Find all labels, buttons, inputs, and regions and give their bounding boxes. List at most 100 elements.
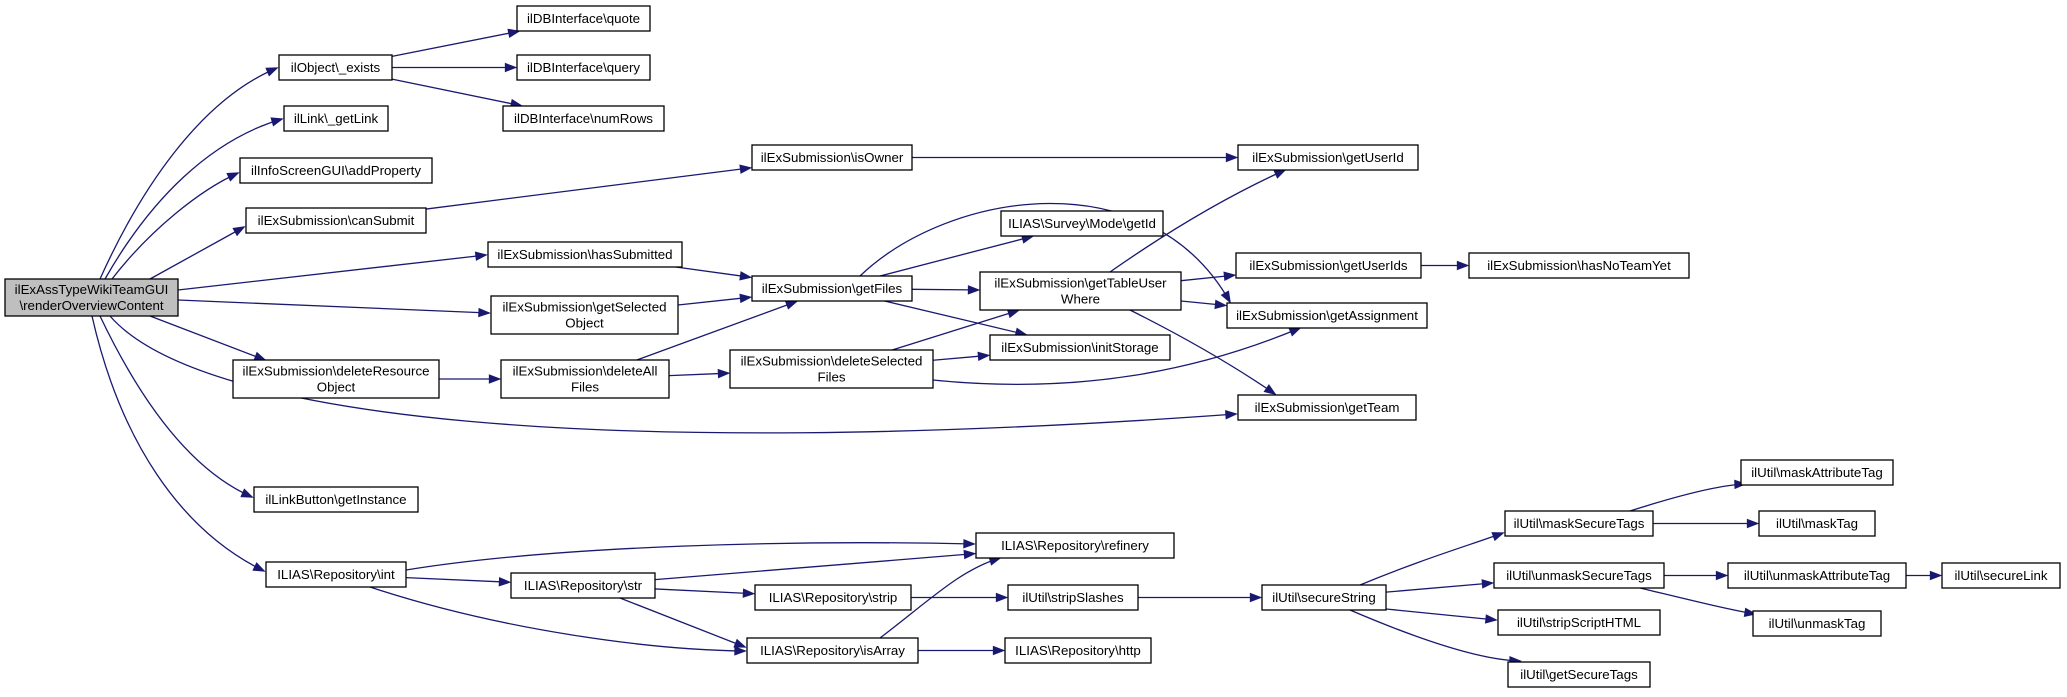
function-node[interactable]: ilDBInterface\query <box>516 54 651 81</box>
function-node[interactable]: ilUtil\secureLink <box>1941 562 2061 589</box>
node-label: ilUtil\stripSlashes <box>1022 590 1124 605</box>
edge-line <box>1129 309 1276 395</box>
edge-arrowhead <box>1263 384 1277 396</box>
edge-arrowhead <box>504 62 518 73</box>
edge-n29-n30 <box>918 645 1006 656</box>
node-box <box>1261 584 1387 611</box>
node-box <box>490 295 679 335</box>
function-node[interactable]: ilLink\_getLink <box>283 105 389 132</box>
function-node[interactable]: ilUtil\secureString <box>1261 584 1387 611</box>
function-node[interactable]: ilExSubmission\isOwner <box>751 144 913 171</box>
function-node[interactable]: ILIAS\Repository\str <box>510 572 656 599</box>
edge-line <box>99 315 253 498</box>
edge-arrowhead <box>1746 518 1760 529</box>
function-node[interactable]: ilLinkButton\getInstance <box>253 486 419 513</box>
node-box <box>1226 302 1428 329</box>
edge-line <box>1349 609 1521 662</box>
edge-n32-n34 <box>1653 518 1760 529</box>
node-box <box>516 5 651 32</box>
function-node[interactable]: ilExSubmission\getFiles <box>751 275 913 302</box>
node-label: Where <box>1061 292 1100 307</box>
node-box <box>1237 394 1417 421</box>
node-box <box>975 532 1175 559</box>
edge-arrowhead <box>474 251 488 261</box>
edge-arrowhead <box>967 285 981 295</box>
function-node[interactable]: ILIAS\Repository\strip <box>754 584 912 611</box>
function-node[interactable]: ilDBInterface\numRows <box>502 105 665 132</box>
edge-arrowhead <box>270 117 284 127</box>
function-node[interactable]: ilExSubmission\hasNoTeamYet <box>1468 252 1690 279</box>
node-box <box>1468 252 1690 279</box>
edge-arrowhead <box>488 374 502 384</box>
function-node[interactable]: ILIAS\Repository\isArray <box>746 637 919 664</box>
function-node[interactable]: ilUtil\getSecureTags <box>1507 661 1651 688</box>
function-node[interactable]: ilExSubmission\getTeam <box>1237 394 1417 421</box>
node-label: ilUtil\maskSecureTags <box>1514 516 1645 531</box>
node-box <box>239 157 433 184</box>
function-node[interactable]: ilUtil\unmaskAttributeTag <box>1727 562 1907 589</box>
function-node[interactable]: ilUtil\unmaskSecureTags <box>1493 562 1665 589</box>
function-node[interactable]: ilExSubmission\getUserId <box>1237 144 1419 171</box>
function-node[interactable]: ilObject\_exists <box>278 54 393 81</box>
edge-line <box>884 300 1018 334</box>
function-node[interactable]: ilExSubmission\getAssignment <box>1226 302 1428 329</box>
edge-line <box>149 315 266 361</box>
edge-arrowhead <box>733 638 747 648</box>
function-node[interactable]: ilUtil\maskAttributeTag <box>1740 459 1894 486</box>
node-box <box>1507 661 1651 688</box>
edge-n31-n32 <box>1359 532 1505 586</box>
edge-n36-n37 <box>1906 570 1943 581</box>
function-node[interactable]: ilUtil\unmaskTag <box>1752 610 1882 637</box>
edge-arrowhead <box>1225 152 1239 163</box>
edge-line <box>911 288 970 291</box>
edge-arrowhead <box>739 271 753 281</box>
node-label: ILIAS\Repository\strip <box>769 590 898 605</box>
node-label: Object <box>565 316 604 331</box>
function-node[interactable]: ilDBInterface\quote <box>516 5 651 32</box>
function-node[interactable]: ilUtil\stripSlashes <box>1007 584 1139 611</box>
root-function-node[interactable]: ilExAssTypeWikiTeamGUI\renderOverviewCon… <box>4 278 179 317</box>
edge-line <box>177 254 487 291</box>
edge-line <box>109 315 1237 434</box>
edge-n13-n22 <box>1129 309 1277 396</box>
node-label: ilUtil\unmaskTag <box>1769 616 1866 631</box>
edge-arrowhead <box>1481 579 1495 589</box>
function-node[interactable]: ilExSubmission\getUserIds <box>1235 252 1422 279</box>
edge-n0-n19 <box>149 315 267 361</box>
function-node[interactable]: ilUtil\maskSecureTags <box>1504 510 1654 537</box>
function-node[interactable]: ILIAS\Repository\refinery <box>975 532 1175 559</box>
node-box <box>1237 144 1419 171</box>
node-label: ilExSubmission\isOwner <box>761 150 904 165</box>
function-node[interactable]: ilExSubmission\canSubmit <box>245 207 427 234</box>
edge-arrowhead <box>1225 410 1238 420</box>
node-label: ilDBInterface\numRows <box>514 111 653 126</box>
node-box <box>232 359 440 399</box>
node-label: Files <box>571 380 599 395</box>
function-node[interactable]: ILIAS\Survey\Mode\getId <box>1000 210 1164 237</box>
function-node[interactable]: ilExSubmission\hasSubmitted <box>487 241 683 268</box>
edge-arrowhead <box>784 300 799 310</box>
edge-line <box>1385 608 1497 621</box>
edge-n13-n14 <box>1180 271 1237 282</box>
function-node[interactable]: ilUtil\stripScriptHTML <box>1497 609 1661 636</box>
function-node[interactable]: ILIAS\Repository\http <box>1004 637 1152 664</box>
function-node[interactable]: ilExSubmission\initStorage <box>989 334 1171 361</box>
node-box <box>754 584 912 611</box>
edge-n24-n25 <box>405 539 976 571</box>
edge-arrowhead <box>1929 570 1943 581</box>
edge-line <box>654 553 966 581</box>
node-box <box>1000 210 1164 237</box>
node-label: ilExSubmission\hasSubmitted <box>497 247 672 262</box>
function-node[interactable]: ilUtil\maskTag <box>1758 510 1876 537</box>
node-box <box>1493 562 1665 589</box>
function-node[interactable]: ilInfoScreenGUI\addProperty <box>239 157 433 184</box>
node-label: ilExSubmission\getFiles <box>762 281 903 296</box>
edge-n24-n29 <box>369 586 747 656</box>
function-node[interactable]: ILIAS\Repository\int <box>265 561 407 588</box>
